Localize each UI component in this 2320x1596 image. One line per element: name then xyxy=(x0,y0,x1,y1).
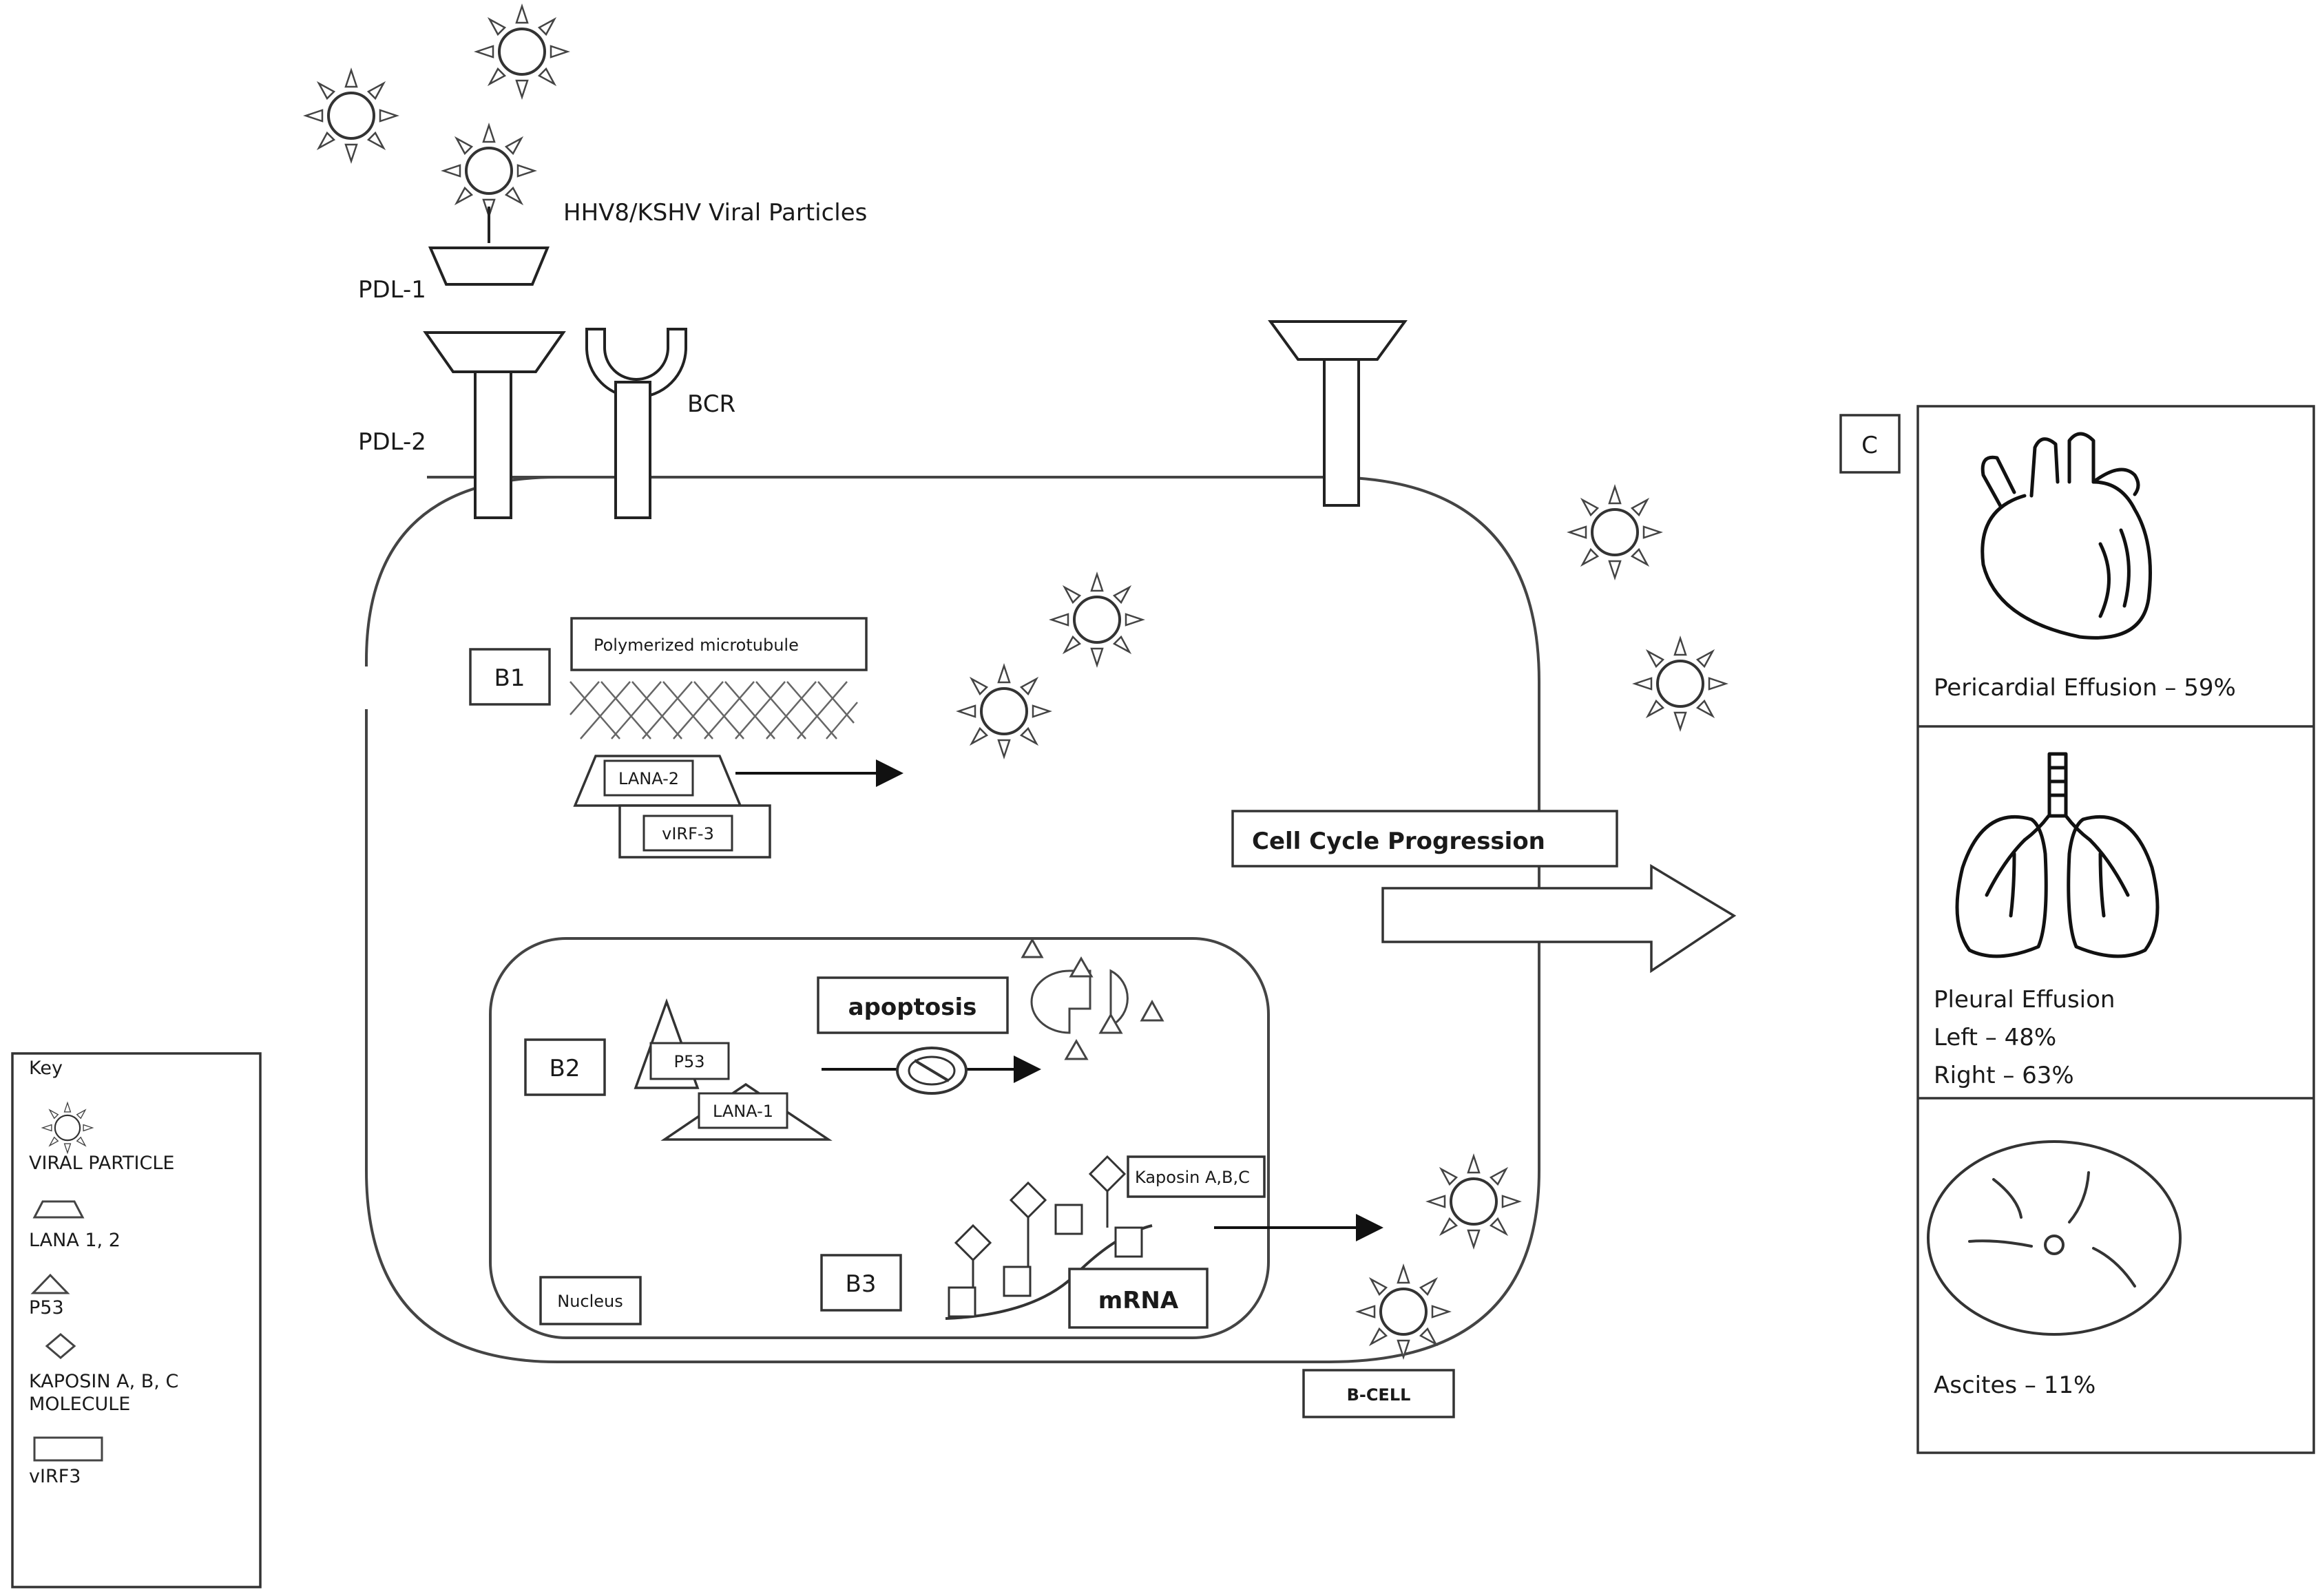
nucleus-label: Nucleus xyxy=(557,1292,623,1311)
pdl2-receptor xyxy=(423,331,566,373)
kaposin-label: Kaposin A,B,C xyxy=(1135,1168,1250,1187)
bcell-box xyxy=(1302,1369,1455,1418)
effusion-panel xyxy=(1916,405,2315,1454)
ascites-label: Ascites – 11% xyxy=(1934,1372,2096,1399)
bcr-stem xyxy=(614,381,651,519)
apoptosis-label: apoptosis xyxy=(848,994,977,1021)
bcr-label: BCR xyxy=(687,390,735,418)
c-label: C xyxy=(1861,432,1878,459)
apoptotic-fragments xyxy=(1021,937,1164,1060)
c-box xyxy=(1839,414,1901,474)
pericardial-label: Pericardial Effusion – 59% xyxy=(1934,674,2236,702)
mrna-label: mRNA xyxy=(1098,1287,1179,1314)
bcell-label: B-CELL xyxy=(1347,1385,1411,1405)
key-p53-icon xyxy=(30,1273,70,1294)
pleural-right-label: Right – 63% xyxy=(1934,1062,2074,1089)
pdl1-label: PDL-1 xyxy=(358,276,426,304)
cell-cycle-arrow xyxy=(1381,863,1737,974)
virf3-box xyxy=(642,815,733,852)
virf3-label: vIRF-3 xyxy=(662,824,714,843)
key-lana-icon xyxy=(32,1200,85,1219)
microtubule-hatch xyxy=(569,681,858,739)
lana1-label: LANA-1 xyxy=(713,1102,773,1121)
membrane-receptor xyxy=(1268,320,1408,361)
pleural-left-label: Left – 48% xyxy=(1934,1024,2056,1051)
key-virf3: vIRF3 xyxy=(29,1466,81,1487)
viral-particle-icon xyxy=(1568,485,1662,579)
lana2-label: LANA-2 xyxy=(618,769,679,788)
nucleus-membrane xyxy=(489,937,1270,1339)
pdl2-label: PDL-2 xyxy=(358,428,426,456)
key-panel xyxy=(11,1052,262,1588)
lana1-box xyxy=(698,1092,788,1129)
pdl1-receptor xyxy=(428,246,550,286)
mrna-box xyxy=(1068,1268,1209,1329)
b1-label: B1 xyxy=(494,664,525,692)
viral-particle-icon xyxy=(957,664,1051,758)
key-kaposin-line1: KAPOSIN A, B, C xyxy=(29,1371,178,1392)
viral-particle-icon xyxy=(1427,1155,1520,1248)
b1-box xyxy=(469,648,551,706)
lungs-icon xyxy=(1955,752,2160,958)
viral-particle-icon xyxy=(1633,637,1727,731)
membrane-receptor-stem xyxy=(1323,358,1360,507)
b2-box xyxy=(524,1038,606,1096)
bcr-receptor xyxy=(585,328,687,399)
b3-box xyxy=(820,1254,902,1312)
key-viral-particle: VIRAL PARTICLE xyxy=(29,1153,174,1174)
pdl2-stem xyxy=(474,370,512,519)
key-virus-icon xyxy=(41,1102,94,1154)
b2-label: B2 xyxy=(550,1055,581,1082)
key-kaposin-icon xyxy=(45,1333,76,1359)
key-title: Key xyxy=(29,1058,63,1079)
viral-particle-icon xyxy=(475,5,569,98)
viral-particle-icon xyxy=(442,124,536,218)
key-lana: LANA 1, 2 xyxy=(29,1230,121,1251)
microtubule-box xyxy=(570,617,868,671)
viral-particle-icon xyxy=(1050,573,1144,666)
mrna-strand xyxy=(945,1155,1153,1320)
cell-cycle-label: Cell Cycle Progression xyxy=(1252,828,1545,855)
apoptosis-box xyxy=(817,976,1009,1034)
inhibit-icon xyxy=(896,1047,968,1095)
nucleus-box xyxy=(539,1276,642,1325)
kaposin-box xyxy=(1127,1155,1266,1198)
viral-particle-icon xyxy=(304,69,398,162)
lana2-box xyxy=(603,759,694,797)
pleural-label: Pleural Effusion xyxy=(1934,986,2115,1014)
abdomen-icon xyxy=(1927,1140,2182,1336)
key-p53: P53 xyxy=(29,1297,64,1319)
cell-cycle-box xyxy=(1231,810,1618,868)
key-virf3-icon xyxy=(33,1436,103,1462)
p53-box xyxy=(649,1042,730,1080)
heart-icon xyxy=(1981,432,2152,640)
b-cell-membrane xyxy=(365,476,1540,1363)
viral-particle-icon xyxy=(1357,1265,1450,1358)
viral-particles-label: HHV8/KSHV Viral Particles xyxy=(563,199,867,227)
microtubule-label: Polymerized microtubule xyxy=(594,636,799,655)
key-kaposin-line2: MOLECULE xyxy=(29,1394,130,1415)
b3-label: B3 xyxy=(846,1270,877,1298)
p53-label: P53 xyxy=(673,1052,704,1071)
